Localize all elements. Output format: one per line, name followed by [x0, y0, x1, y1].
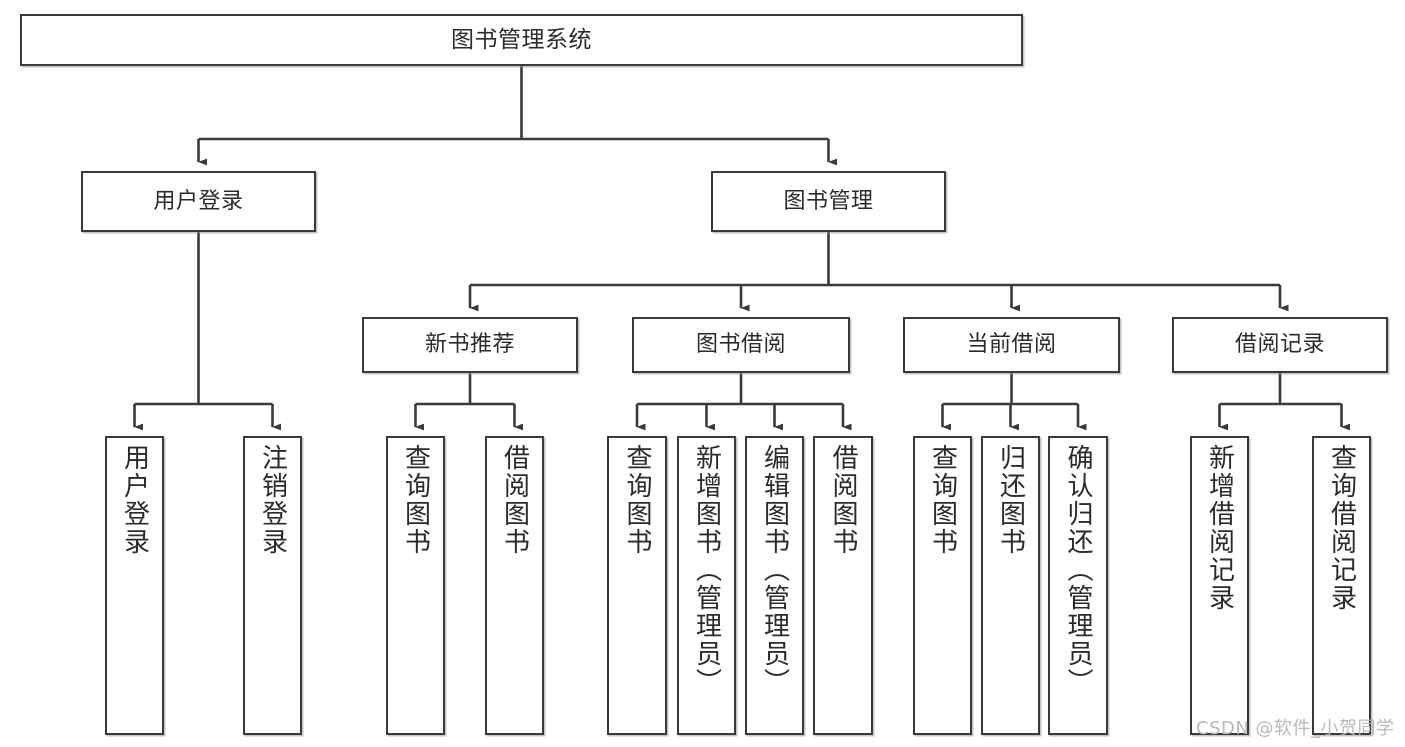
node-label: 用户登录	[153, 188, 244, 214]
node-label: 借阅图书	[499, 444, 530, 556]
node-leaf-bb-query[interactable]: 查询图书	[607, 436, 667, 735]
node-leaf-bb-edit[interactable]: 编辑图书（管理员）	[745, 436, 804, 735]
node-label: 借阅记录	[1234, 332, 1325, 358]
node-borrow-record[interactable]: 借阅记录	[1172, 317, 1388, 373]
node-label: 当前借阅	[966, 332, 1057, 358]
node-label: 借阅图书	[828, 444, 858, 556]
node-leaf-cb-return[interactable]: 归还图书	[981, 436, 1040, 735]
node-label: 新增图书（管理员）	[691, 444, 722, 696]
node-label: 图书管理系统	[451, 26, 592, 53]
node-leaf-user-logout[interactable]: 注销登录	[243, 436, 302, 735]
node-current-borrow[interactable]: 当前借阅	[903, 317, 1120, 373]
node-label: 新增借阅记录	[1204, 444, 1235, 612]
node-leaf-br-query[interactable]: 查询借阅记录	[1312, 436, 1371, 735]
node-label: 查询图书	[400, 444, 431, 556]
node-label: 图书借阅	[695, 332, 786, 358]
node-label: 查询借阅记录	[1326, 444, 1357, 612]
node-book-borrow[interactable]: 图书借阅	[632, 317, 850, 373]
node-leaf-cb-confirm[interactable]: 确认归还（管理员）	[1048, 436, 1108, 735]
tree-connectors	[133, 66, 1351, 431]
node-leaf-rec-borrow[interactable]: 借阅图书	[485, 436, 544, 735]
node-leaf-br-add[interactable]: 新增借阅记录	[1190, 436, 1249, 735]
node-label: 查询图书	[622, 444, 652, 556]
node-label: 编辑图书（管理员）	[759, 444, 790, 696]
node-user-login[interactable]: 用户登录	[81, 171, 316, 232]
node-leaf-user-login[interactable]: 用户登录	[105, 436, 164, 735]
node-leaf-bb-add[interactable]: 新增图书（管理员）	[677, 436, 736, 735]
node-label: 归还图书	[995, 444, 1026, 556]
node-label: 确认归还（管理员）	[1063, 444, 1093, 696]
node-label: 图书管理	[783, 188, 874, 214]
node-new-book-rec[interactable]: 新书推荐	[362, 317, 578, 373]
node-root[interactable]: 图书管理系统	[20, 14, 1023, 66]
node-leaf-rec-query[interactable]: 查询图书	[386, 436, 445, 735]
node-book-manage[interactable]: 图书管理	[711, 171, 946, 232]
node-leaf-bb-borrow[interactable]: 借阅图书	[813, 436, 873, 735]
node-label: 查询图书	[927, 444, 958, 556]
node-leaf-cb-query[interactable]: 查询图书	[913, 436, 972, 735]
node-label: 新书推荐	[424, 332, 515, 358]
node-label: 注销登录	[257, 444, 288, 556]
node-label: 用户登录	[119, 444, 150, 556]
